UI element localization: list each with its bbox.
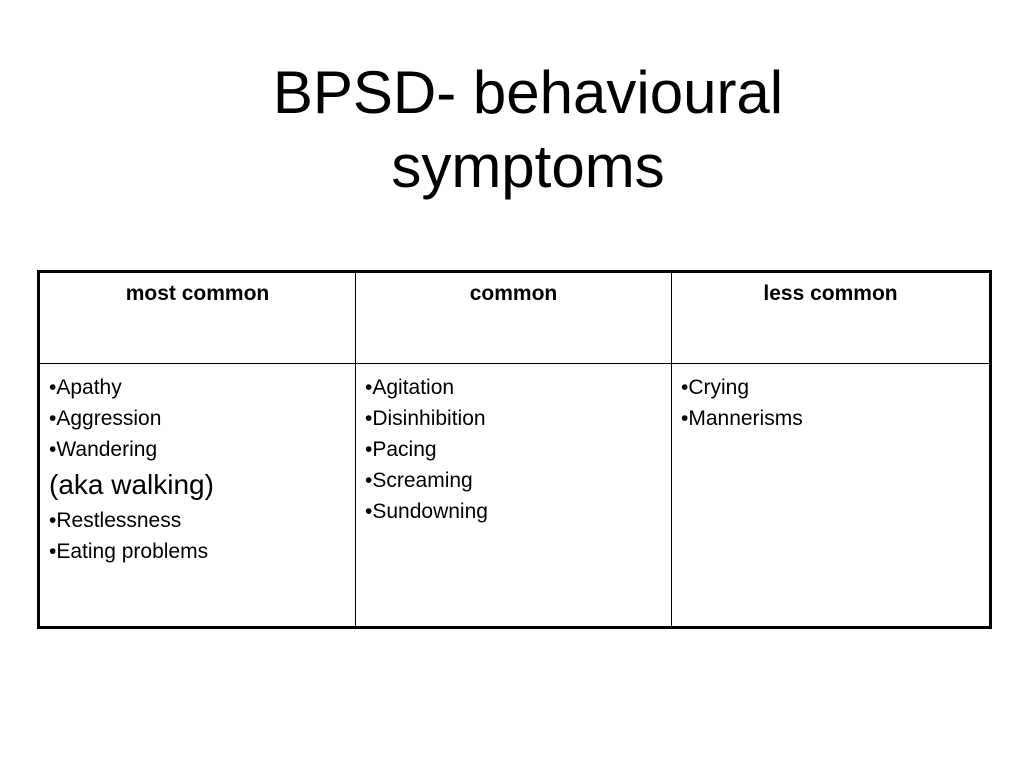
cell-common: •Agitation •Disinhibition •Pacing •Screa… (355, 363, 672, 628)
list-item: •Screaming (365, 469, 473, 492)
list-item: •Agitation (365, 376, 455, 399)
list-item: •Mannerisms (681, 407, 803, 430)
wandering-note: (aka walking) (49, 469, 214, 500)
list-item: •Crying (681, 376, 750, 399)
table-header-row: most common common less common (38, 271, 991, 364)
list-item: •Eating problems (49, 540, 209, 563)
slide-title-line-2: symptoms (391, 133, 665, 200)
table-row: •Apathy •Aggression •Wandering (aka walk… (38, 363, 991, 628)
header-common: common (355, 271, 672, 364)
symptoms-table: most common common less common •Apathy •… (37, 270, 992, 629)
list-item: •Pacing (365, 438, 437, 461)
cell-most-common: •Apathy •Aggression •Wandering (aka walk… (38, 363, 356, 628)
slide-title: BPSD- behavioural symptoms (0, 56, 1024, 204)
cell-less-common: •Crying •Mannerisms (671, 363, 991, 628)
list-item: •Sundowning (365, 500, 488, 523)
header-most-common: most common (38, 271, 356, 364)
list-item: •Disinhibition (365, 407, 486, 430)
slide-title-line-1: BPSD- behavioural (272, 59, 784, 126)
list-item: •Restlessness (49, 509, 182, 532)
list-item: •Aggression (49, 407, 162, 430)
list-item: •Wandering (49, 438, 158, 461)
header-less-common: less common (671, 271, 991, 364)
list-item: •Apathy (49, 376, 122, 399)
